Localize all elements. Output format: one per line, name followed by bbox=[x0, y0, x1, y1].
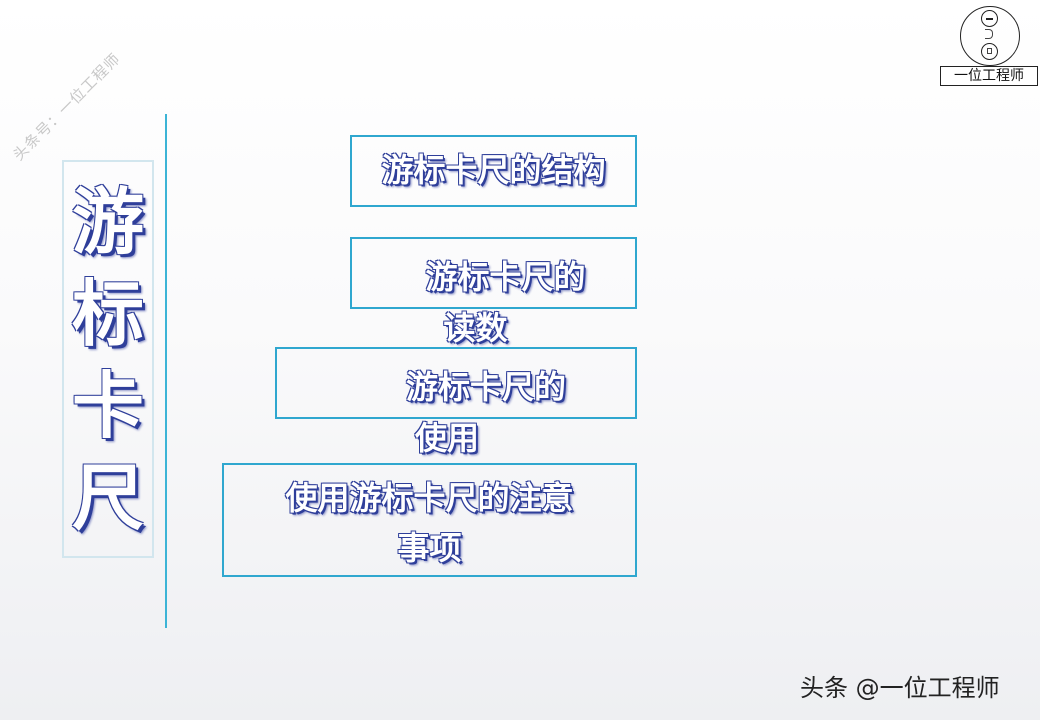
side-title-char: 游 bbox=[71, 180, 144, 264]
side-title-box: 游 标 卡 尺 bbox=[62, 160, 154, 558]
side-title-char: 标 bbox=[71, 272, 144, 356]
toc-item-precautions[interactable] bbox=[222, 463, 637, 577]
footer-credit: 头条 @一位工程师 bbox=[800, 674, 1000, 702]
toc-item-usage-label-line2: 使用 bbox=[414, 419, 479, 457]
logo: 一位工程师 bbox=[940, 6, 1038, 86]
toc-item-structure-label: 游标卡尺的结构 bbox=[381, 151, 606, 189]
toc-item-reading-label-line2: 读数 bbox=[443, 309, 508, 347]
toc-item-usage-label-line1: 游标卡尺的 bbox=[405, 368, 566, 406]
side-title-char: 卡 bbox=[71, 364, 144, 448]
logo-label: 一位工程师 bbox=[940, 66, 1038, 86]
toc-item-reading[interactable] bbox=[350, 237, 637, 309]
side-title: 游 标 卡 尺 bbox=[64, 176, 152, 544]
toc-item-precautions-label-line1: 使用游标卡尺的注意 bbox=[285, 479, 574, 517]
toc-item-usage[interactable] bbox=[275, 347, 637, 419]
divider-line bbox=[165, 114, 167, 628]
logo-emblem-icon bbox=[960, 6, 1020, 66]
toc-item-structure[interactable] bbox=[350, 135, 637, 207]
watermark-text: 头条号：一位工程师 bbox=[9, 49, 124, 165]
toc-item-reading-label-line1: 游标卡尺的 bbox=[425, 258, 586, 296]
toc-item-precautions-label-line2: 事项 bbox=[397, 529, 462, 567]
side-title-char: 尺 bbox=[71, 456, 144, 540]
